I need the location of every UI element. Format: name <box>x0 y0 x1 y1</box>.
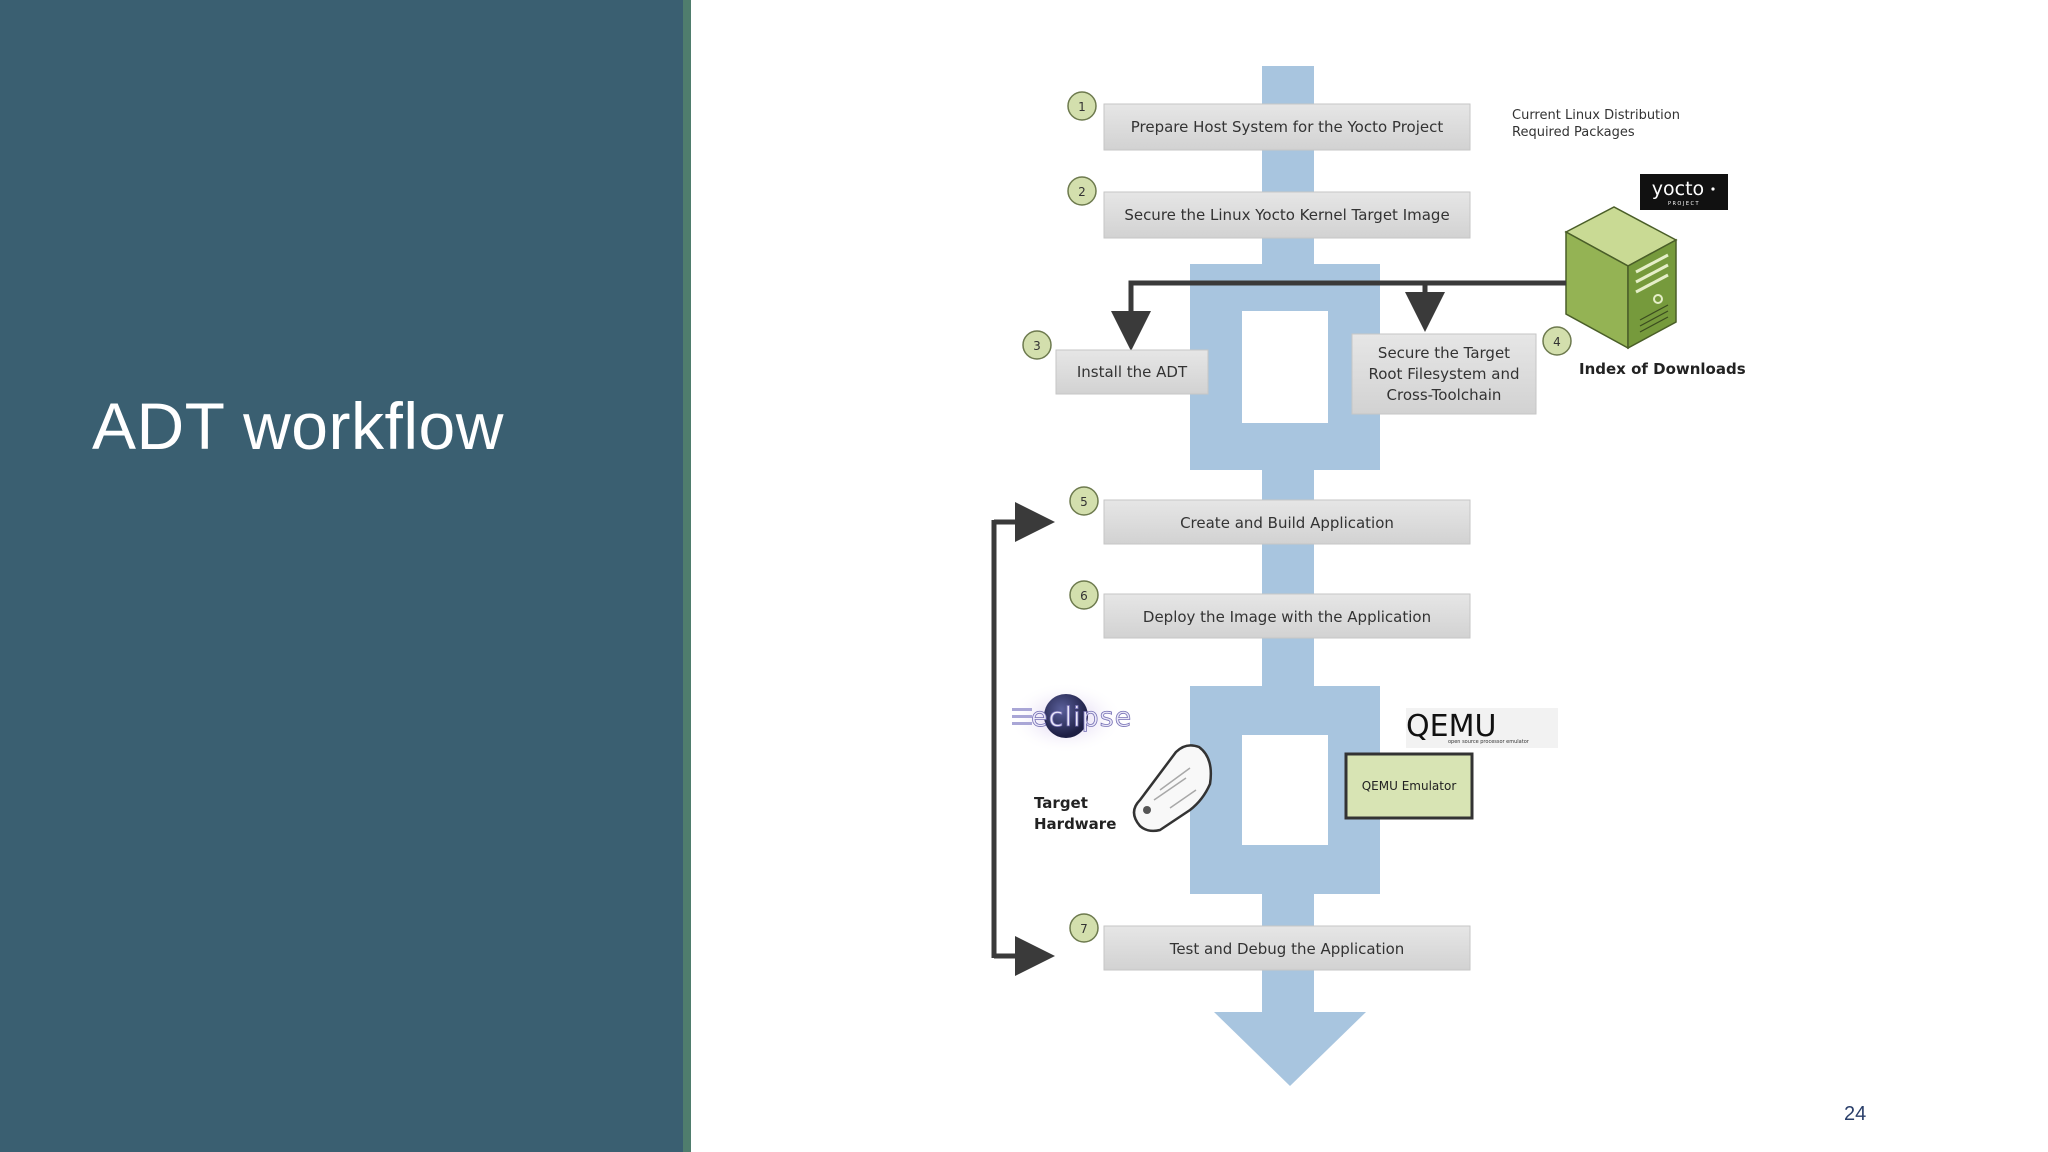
yocto-logo: yocto PROJECT <box>1640 174 1728 210</box>
flow-gap-lower <box>1242 735 1328 845</box>
step-3-label: Install the ADT <box>1077 363 1188 381</box>
step-5: Create and Build Application 5 <box>1069 486 1471 545</box>
step-1-label: Prepare Host System for the Yocto Projec… <box>1131 118 1444 136</box>
step-7-badge: 7 <box>1080 922 1088 936</box>
svg-text:PROJECT: PROJECT <box>1668 201 1700 207</box>
target-hardware-line-2: Hardware <box>1034 815 1116 833</box>
step-3-badge: 3 <box>1033 339 1041 353</box>
qemu-logo: QEMU open source processor emulator <box>1406 708 1558 748</box>
step-5-badge: 5 <box>1080 495 1088 509</box>
svg-text:open source processor emulator: open source processor emulator <box>1448 739 1530 745</box>
qemu-emulator-label: QEMU Emulator <box>1362 779 1457 793</box>
target-hardware-line-1: Target <box>1034 794 1088 812</box>
step-1: Prepare Host System for the Yocto Projec… <box>1067 91 1471 151</box>
accent-stripe <box>683 0 691 1152</box>
index-of-downloads-label: Index of Downloads <box>1579 360 1746 378</box>
download-arrows <box>1111 280 1566 351</box>
step-2-label: Secure the Linux Yocto Kernel Target Ima… <box>1124 206 1449 224</box>
step-4-line-2: Root Filesystem and <box>1368 365 1519 383</box>
step-6: Deploy the Image with the Application 6 <box>1069 580 1471 639</box>
step-1-badge: 1 <box>1078 100 1086 114</box>
step-4-badge: 4 <box>1553 335 1561 349</box>
server-icon <box>1564 206 1678 350</box>
step-2-badge: 2 <box>1078 185 1086 199</box>
phone-icon <box>1132 744 1213 833</box>
svg-text:QEMU: QEMU <box>1406 709 1496 744</box>
step-6-label: Deploy the Image with the Application <box>1143 608 1431 626</box>
step-7-label: Test and Debug the Application <box>1169 940 1405 958</box>
slide-title: ADT workflow <box>92 389 504 463</box>
step-6-badge: 6 <box>1080 589 1088 603</box>
host-note-packages: Required Packages <box>1512 125 1635 140</box>
step-4-line-1: Secure the Target <box>1378 344 1510 362</box>
iteration-loop-arrows <box>991 502 1055 976</box>
step-4: Secure the Target Root Filesystem and Cr… <box>1351 326 1572 415</box>
title-sidebar <box>0 0 690 1152</box>
page-number: 24 <box>1844 1103 1867 1125</box>
svg-text:eclipse: eclipse <box>1031 702 1132 733</box>
step-3: Install the ADT 3 <box>1022 330 1209 395</box>
host-note-distribution: Current Linux Distribution <box>1512 108 1680 123</box>
step-4-line-3: Cross-Toolchain <box>1387 386 1502 404</box>
qemu-emulator-box: QEMU Emulator <box>1344 752 1474 820</box>
step-7: Test and Debug the Application 7 <box>1069 913 1471 971</box>
eclipse-logo: eclipse <box>1008 682 1132 754</box>
svg-text:yocto: yocto <box>1652 178 1704 200</box>
step-5-label: Create and Build Application <box>1180 514 1394 532</box>
step-2: Secure the Linux Yocto Kernel Target Ima… <box>1067 176 1471 239</box>
flow-gap-upper <box>1242 311 1328 423</box>
